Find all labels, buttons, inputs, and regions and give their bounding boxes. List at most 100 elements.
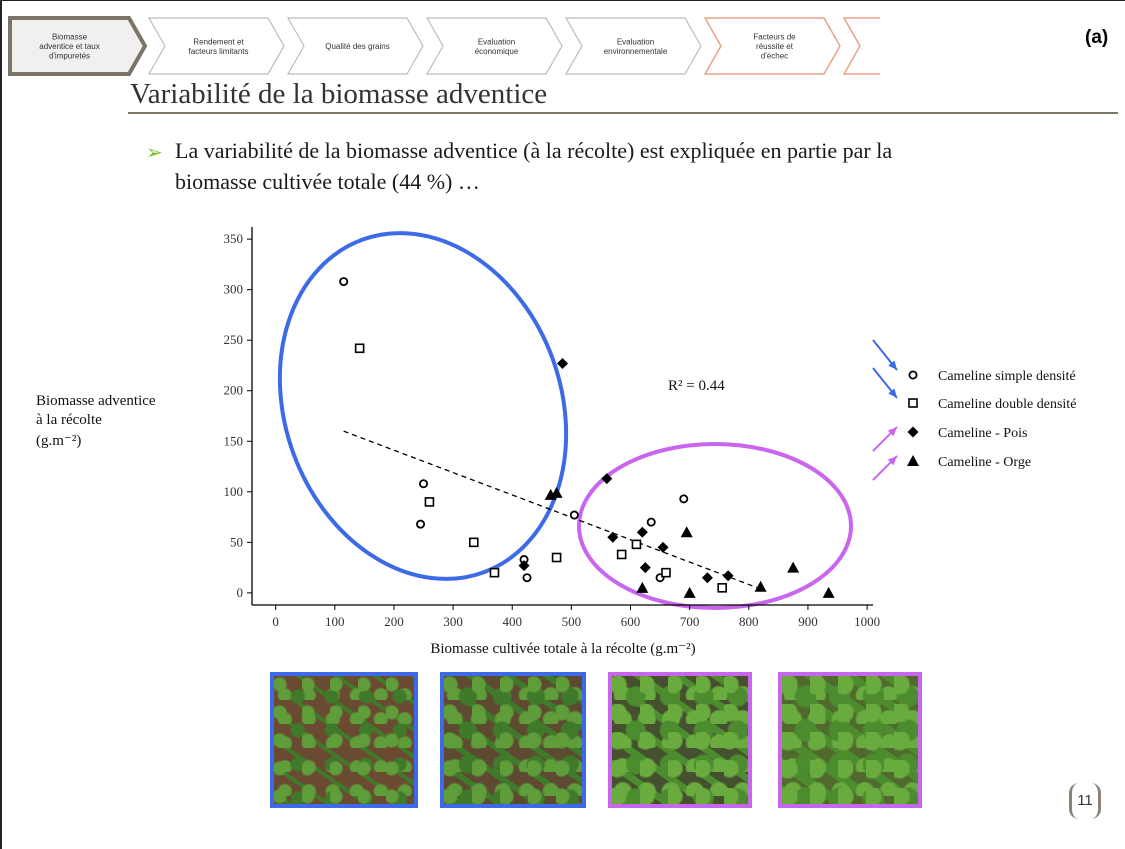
data-point: [636, 581, 649, 593]
nav-step-shape: [842, 17, 880, 75]
nav-step-shape: [286, 17, 424, 75]
data-point: [717, 583, 727, 593]
y-tick-label: 50: [230, 534, 243, 549]
legend-arrowhead-icon: [888, 360, 897, 370]
nav-step-label: Rendement et: [193, 37, 244, 46]
highlight-ellipse-violet: [577, 442, 853, 610]
nav-step-3[interactable]: Qualité des grains: [286, 17, 424, 75]
data-point: [631, 539, 642, 550]
data-point: [607, 531, 619, 543]
legend-item: Cameline - Orge: [872, 455, 1031, 481]
nav-step-label: Evaluation: [478, 37, 515, 46]
nav-step-shape: [8, 16, 148, 76]
x-tick-label: 0: [272, 614, 279, 629]
photo-3: [608, 672, 752, 808]
bullet-arrow-icon: ➢: [146, 142, 163, 164]
r-squared-annotation: R² = 0.44: [668, 378, 725, 394]
title-underline: [128, 112, 1118, 114]
x-tick-label: 200: [384, 614, 404, 629]
legend-arrowhead-icon: [887, 456, 897, 466]
nav-step-label: Qualité des grains: [325, 42, 389, 51]
series-square: [354, 343, 727, 593]
legend-item: Cameline double densité: [872, 367, 1076, 412]
photo-1: [270, 672, 418, 808]
data-point: [636, 526, 648, 538]
legend-marker: [907, 426, 919, 438]
legend-arrowhead-icon: [888, 388, 897, 398]
bullet-text: La variabilité de la biomasse adventice …: [175, 138, 893, 194]
data-point: [646, 517, 656, 527]
y-tick-label: 0: [237, 585, 244, 600]
x-tick-label: 700: [680, 614, 700, 629]
photo-2: [440, 672, 586, 808]
data-point: [683, 586, 696, 598]
data-point: [354, 343, 365, 354]
data-point: [489, 567, 500, 578]
nav-step-label: Facteurs de: [753, 33, 796, 42]
legend-item: Cameline - Pois: [872, 426, 1027, 452]
slide-left-border: [0, 0, 2, 849]
x-tick-label: 400: [502, 614, 522, 629]
legend-item: Cameline simple densité: [872, 339, 1076, 384]
data-point: [722, 570, 734, 582]
y-tick-label: 150: [224, 433, 244, 448]
data-point: [616, 549, 627, 560]
trend-line: [343, 430, 758, 589]
data-point: [518, 560, 530, 572]
x-tick-label: 900: [798, 614, 818, 629]
data-point: [639, 562, 651, 574]
nav-step-label: environnementale: [604, 47, 668, 56]
data-point: [424, 497, 435, 507]
y-tick-label: 350: [224, 231, 244, 246]
legend-label: Cameline - Pois: [938, 426, 1027, 441]
nav-step-shape: [564, 17, 702, 75]
highlight-ellipse-blue: [277, 231, 569, 581]
nav-step-label: facteurs limitants: [188, 47, 248, 56]
data-point: [550, 486, 563, 498]
y-axis-title-line: Biomasse adventice: [36, 393, 156, 409]
y-tick-label: 250: [224, 332, 244, 347]
data-point: [551, 552, 562, 563]
page-title: Variabilité de la biomasse adventice: [130, 78, 548, 110]
x-tick-label: 600: [621, 614, 641, 629]
y-axis-title-line: (g.m⁻²): [36, 433, 82, 449]
data-point: [701, 572, 713, 584]
data-point: [680, 526, 693, 538]
y-tick-label: 100: [224, 484, 244, 499]
data-point: [679, 494, 689, 504]
nav-step-shape: [425, 17, 563, 75]
data-point: [822, 586, 835, 598]
nav-step-label: Biomasse: [52, 33, 88, 42]
y-tick-label: 300: [224, 282, 244, 297]
data-point: [601, 473, 613, 485]
x-axis-title: Biomasse cultivée totale à la récolte (g…: [430, 641, 695, 657]
series-diamond: [518, 357, 734, 584]
x-tick-label: 800: [739, 614, 759, 629]
nav-step-7[interactable]: Essai factoriel: [842, 17, 880, 75]
legend-marker: [908, 370, 918, 380]
data-point: [419, 479, 429, 489]
nav-step-label: d'échec: [761, 52, 788, 61]
data-point: [557, 357, 568, 369]
slide-top-border: [0, 0, 1125, 1]
panel-label: (a): [1085, 27, 1109, 48]
series-circle: [339, 277, 689, 583]
x-tick-label: 1000: [854, 614, 880, 629]
data-point: [657, 541, 669, 553]
y-axis-title-line: à la récolte: [36, 412, 102, 428]
nav-step-shape: [703, 17, 841, 75]
series-triangle: [544, 486, 835, 598]
y-tick-label: 200: [224, 383, 244, 398]
data-point: [569, 510, 579, 520]
nav-step-label: Evaluation: [617, 37, 654, 46]
data-point: [754, 580, 767, 592]
data-point: [339, 277, 349, 287]
legend-marker: [908, 398, 918, 408]
